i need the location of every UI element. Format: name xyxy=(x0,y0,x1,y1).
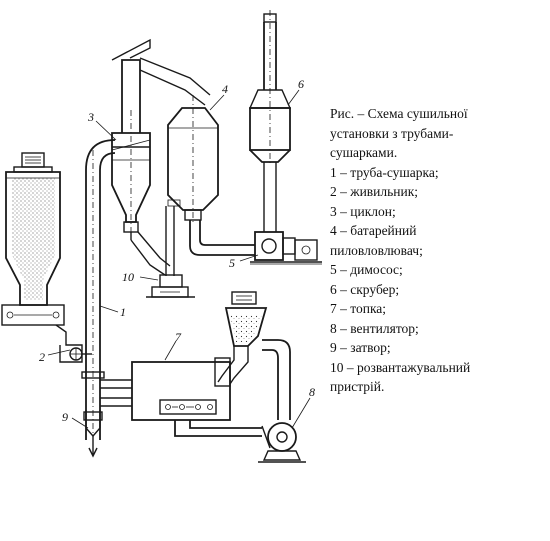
furnace xyxy=(131,357,262,437)
label-9: 9 xyxy=(62,410,68,424)
label-5: 5 xyxy=(229,256,235,270)
legend-item: 3 – циклон; xyxy=(330,203,396,219)
legend-item: пристрій. xyxy=(330,379,385,394)
label-1: 1 xyxy=(120,305,126,319)
fuel-hopper xyxy=(217,291,291,420)
legend-item: 5 – димосос; xyxy=(330,262,403,277)
legend-item: пиловловлювач; xyxy=(330,242,423,258)
caption-title-line-2: установки з трубами- xyxy=(330,125,454,141)
battery-dust-collector xyxy=(165,95,255,276)
feeder xyxy=(55,324,92,363)
scrubber xyxy=(248,10,292,232)
callout-lines xyxy=(47,89,311,429)
label-6: 6 xyxy=(298,77,304,91)
caption-title-line-3: сушарками. xyxy=(330,145,398,160)
discharge-gate xyxy=(83,410,103,458)
label-8: 8 xyxy=(309,385,315,399)
caption-title-line-1: Рис. – Схема сушильної xyxy=(330,106,468,121)
label-10: 10 xyxy=(122,270,134,284)
legend-item: 10 – розвантажувальний xyxy=(330,359,471,375)
legend-item: 8 – вентилятор; xyxy=(330,320,419,336)
legend-item: 6 – скрубер; xyxy=(330,281,400,297)
legend-item: 2 – живильник; xyxy=(330,184,419,199)
smoke-exhauster xyxy=(250,231,322,265)
cyclone-exhaust-duct xyxy=(111,38,211,133)
label-7: 7 xyxy=(175,330,182,344)
feed-bunker xyxy=(1,152,65,326)
fan xyxy=(258,422,306,463)
dryer-tube xyxy=(81,139,132,445)
label-3: 3 xyxy=(87,110,94,124)
legend-item: 9 – затвор; xyxy=(330,340,391,355)
figure-caption: Рис. – Схема сушильної установки з труба… xyxy=(330,104,545,397)
legend-item: 7 – топка; xyxy=(330,301,387,316)
label-4: 4 xyxy=(222,82,228,96)
legend-item: 4 – батарейний xyxy=(330,223,417,238)
unloading-device xyxy=(146,274,195,298)
cyclone xyxy=(111,110,171,276)
legend-item: 1 – труба-сушарка; xyxy=(330,164,439,180)
label-2: 2 xyxy=(39,350,45,364)
